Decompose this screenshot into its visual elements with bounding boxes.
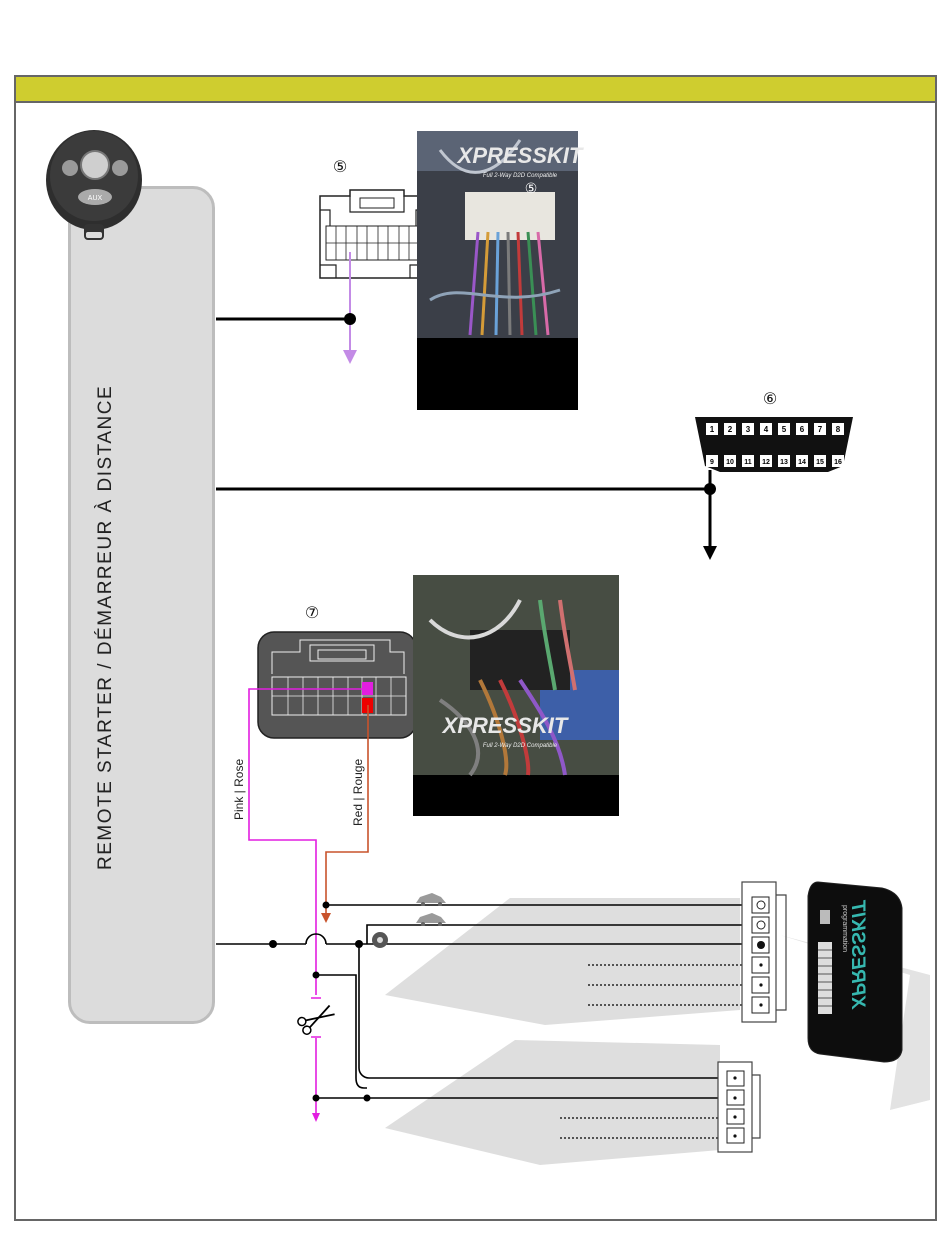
obd-pin-16: 16 (834, 459, 842, 466)
obd-pin-13: 13 (780, 459, 788, 466)
photo7-tagline: Full 2-Way D2D Compatible (483, 743, 558, 749)
obd-pin-5: 5 (782, 425, 787, 434)
photo-connector-5: XPRESSKIT Full 2-Way D2D Compatible ⑤ (417, 131, 584, 410)
connector-5-number: ⑤ (333, 157, 347, 176)
lavender-wire-arrow (343, 350, 357, 364)
obd-pin-14: 14 (798, 459, 806, 466)
connector-6-number: ⑥ (763, 389, 777, 408)
obd-pin-6: 6 (800, 425, 805, 434)
gear-icon (372, 932, 388, 948)
obd-pin-15: 15 (816, 459, 824, 466)
obd-pin-4: 4 (764, 425, 769, 434)
obd-pin-1: 1 (710, 425, 715, 434)
photo5-marker: ⑤ (525, 181, 538, 197)
obd-pin-3: 3 (746, 425, 751, 434)
connector-6-obd: 1 2 3 4 5 6 7 8 9 10 11 12 13 14 15 (695, 417, 853, 472)
car-icon-2 (416, 913, 446, 926)
splice-dot-panel (269, 940, 277, 948)
car-icon (416, 893, 446, 906)
programming-port (820, 910, 830, 924)
photo5-tagline: Full 2-Way D2D Compatible (483, 173, 558, 179)
splice-dot-c5 (344, 313, 356, 325)
red-wire-arrow (321, 913, 331, 923)
obd-pin-9: 9 (710, 459, 714, 466)
module-plug-6pin (742, 882, 786, 1022)
connector-7 (258, 632, 416, 738)
obd-pin-8: 8 (836, 425, 841, 434)
obd-pin-10: 10 (726, 459, 734, 466)
fob-lock-button (62, 160, 78, 176)
connector-5 (320, 190, 426, 278)
pink-wire-label: Pink | Rose (232, 759, 246, 820)
fob-unlock-button (112, 160, 128, 176)
xpresskit-module: XPRESSKIT programmation (808, 882, 902, 1062)
obd-drop-arrow (703, 546, 717, 560)
red-wire-label: Red | Rouge (351, 759, 365, 826)
pink-wire-arrow (312, 1113, 320, 1122)
module-port-label: programmation (841, 905, 848, 952)
connector-7-number: ⑦ (305, 603, 319, 622)
module-brand: XPRESSKIT (847, 900, 868, 1010)
fob-aux-text: AUX (88, 195, 103, 202)
photo-connector-7: XPRESSKIT Full 2-Way D2D Compatible (413, 575, 619, 816)
obd-pin-12: 12 (762, 459, 770, 466)
obd-pin-11: 11 (744, 459, 752, 466)
remote-fob: AUX (46, 130, 142, 240)
scissors-icon (296, 1002, 336, 1036)
module-plug-4pin (718, 1062, 760, 1152)
obd-pin-7: 7 (818, 425, 823, 434)
fob-main-button (81, 151, 109, 179)
photo7-brand: XPRESSKIT (441, 713, 569, 738)
photo5-brand: XPRESSKIT (456, 143, 584, 168)
obd-pin-2: 2 (728, 425, 733, 434)
